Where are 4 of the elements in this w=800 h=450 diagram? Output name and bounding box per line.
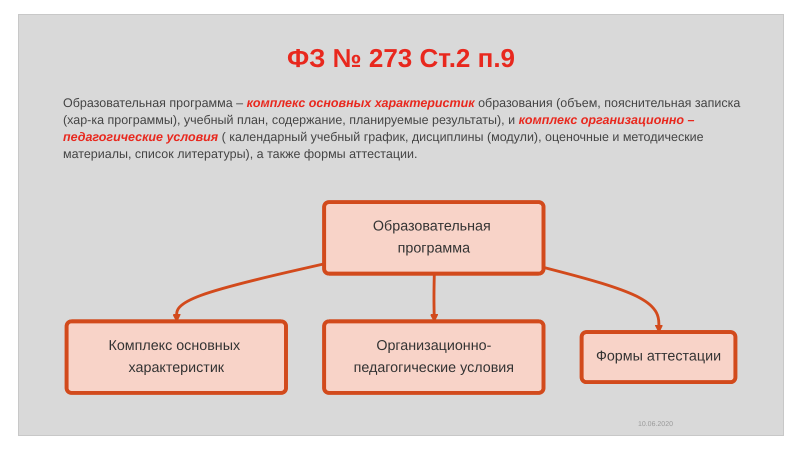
definition-paragraph: Образовательная программа – комплекс основных характеристик образования (объем, пояснительная записка (хар-ка программы), учебный план, содержание, планируемые результаты), и комплекс организационно – педагогические условия ( календарный учебный график, дисциплины (модули), оценочные и методические материалы, список литературы), а также формы аттестации. bbox=[63, 95, 742, 163]
title: ФЗ № 273 Ст.2 п.9 bbox=[286, 43, 516, 74]
arrow bbox=[430, 274, 438, 322]
arrow bbox=[544, 266, 664, 333]
